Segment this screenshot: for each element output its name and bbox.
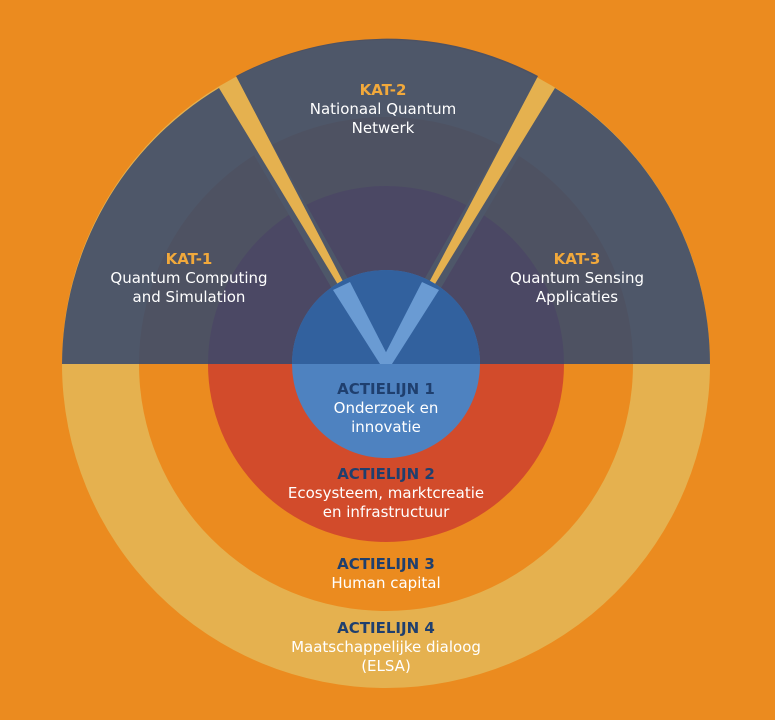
actielijn-2-code: ACTIELIJN 2 bbox=[337, 465, 435, 483]
actielijn-1-code: ACTIELIJN 1 bbox=[337, 380, 435, 398]
actielijn-2-name-line2: en infrastructuur bbox=[322, 503, 450, 521]
kat-sector-2 bbox=[236, 38, 538, 364]
kat-3-code: KAT-3 bbox=[553, 250, 601, 268]
core-beam-right bbox=[380, 282, 439, 364]
kat-sector-3 bbox=[386, 88, 710, 364]
actielijn-1-name-line1: Onderzoek en bbox=[333, 399, 439, 417]
actielijn-1-name-line2: innovatie bbox=[351, 418, 421, 436]
actielijn-3-name-line1: Human capital bbox=[331, 574, 441, 592]
actielijn-4-label: ACTIELIJN 4 Maatschappelijke dialoog (EL… bbox=[291, 619, 481, 676]
actielijn-1-label: ACTIELIJN 1 Onderzoek en innovatie bbox=[334, 380, 439, 437]
kat-2-label: KAT-2 Nationaal Quantum Netwerk bbox=[310, 81, 456, 138]
actielijn-3-code: ACTIELIJN 3 bbox=[337, 555, 435, 573]
kat-3-name-line2: Applicaties bbox=[535, 288, 619, 306]
kat-3-label: KAT-3 Quantum Sensing Applicaties bbox=[510, 250, 644, 307]
kat-2-name-line2: Netwerk bbox=[351, 119, 415, 137]
kat-3-name-line1: Quantum Sensing bbox=[509, 269, 645, 287]
kat-overlay bbox=[62, 38, 710, 364]
actielijn-4-name-line1: Maatschappelijke dialoog bbox=[291, 638, 481, 656]
actielijn-4-code: ACTIELIJN 4 bbox=[337, 619, 435, 637]
kat-sector-1 bbox=[62, 88, 386, 364]
kat-1-name-line2: and Simulation bbox=[132, 288, 246, 306]
kat-1-code: KAT-1 bbox=[165, 250, 213, 268]
actielijn-2-name-line1: Ecosysteem, marktcreatie bbox=[287, 484, 485, 502]
kat-2-code: KAT-2 bbox=[359, 81, 407, 99]
actielijn-2-label: ACTIELIJN 2 Ecosysteem, marktcreatie en … bbox=[288, 465, 484, 522]
kat-1-label: KAT-1 Quantum Computing and Simulation bbox=[110, 250, 267, 307]
actielijn-4-name-line2: (ELSA) bbox=[361, 657, 411, 675]
kat-2-name-line1: Nationaal Quantum bbox=[309, 100, 457, 118]
core-beam-left bbox=[333, 282, 392, 364]
kat-1-name-line1: Quantum Computing bbox=[110, 269, 268, 287]
actielijn-3-label: ACTIELIJN 3 Human capital bbox=[331, 555, 440, 593]
